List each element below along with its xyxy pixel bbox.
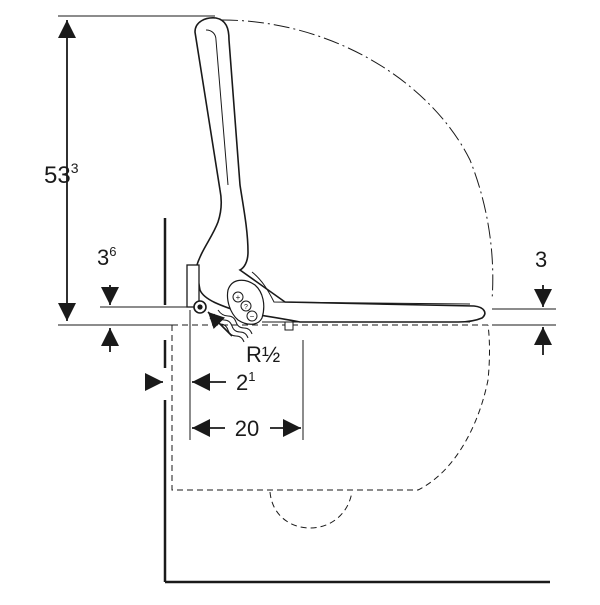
shower-seat <box>186 17 486 331</box>
lid-swing-arc <box>221 19 494 301</box>
connection-leader-arrow <box>207 311 233 337</box>
control-button-plus-label: + <box>236 293 241 302</box>
dimension-total-height: 533 <box>44 15 215 326</box>
seat-inner-line <box>251 271 471 305</box>
control-button-minus-label: − <box>250 312 255 321</box>
control-panel: + ? − <box>226 279 265 325</box>
dimension-connection-distance: 20 <box>192 340 304 441</box>
bowl-foot-dashed <box>269 491 353 529</box>
dimension-label-seat-thickness: 3 <box>535 247 547 272</box>
control-button-plus[interactable]: + <box>232 291 244 303</box>
water-hose <box>207 309 253 343</box>
bowl-body-dashed <box>171 324 490 491</box>
dimension-label-hinge-height: 36 <box>97 244 116 270</box>
control-button-info-label: ? <box>244 304 248 311</box>
seat-foot <box>284 321 294 331</box>
dimension-seat-thickness: 3 <box>492 247 556 355</box>
dimension-label-wall-offset: 21 <box>236 369 255 395</box>
control-button-minus[interactable]: − <box>246 310 258 322</box>
hinge-connector-inner <box>197 304 203 310</box>
water-connection-label: R½ <box>246 342 280 367</box>
control-button-info[interactable]: ? <box>240 300 252 312</box>
dimension-label-connection-distance: 20 <box>235 416 259 441</box>
mounting-plate <box>186 264 200 308</box>
wall-and-floor <box>163 218 550 584</box>
toilet-bowl-outline <box>171 324 490 529</box>
seat-lid-outline <box>194 17 486 323</box>
dimension-hinge-height: 36 <box>97 244 190 352</box>
lid-inner-line <box>205 29 229 186</box>
dimension-label-total-height: 533 <box>44 160 79 189</box>
dimension-wall-offset: 21 <box>145 310 255 440</box>
